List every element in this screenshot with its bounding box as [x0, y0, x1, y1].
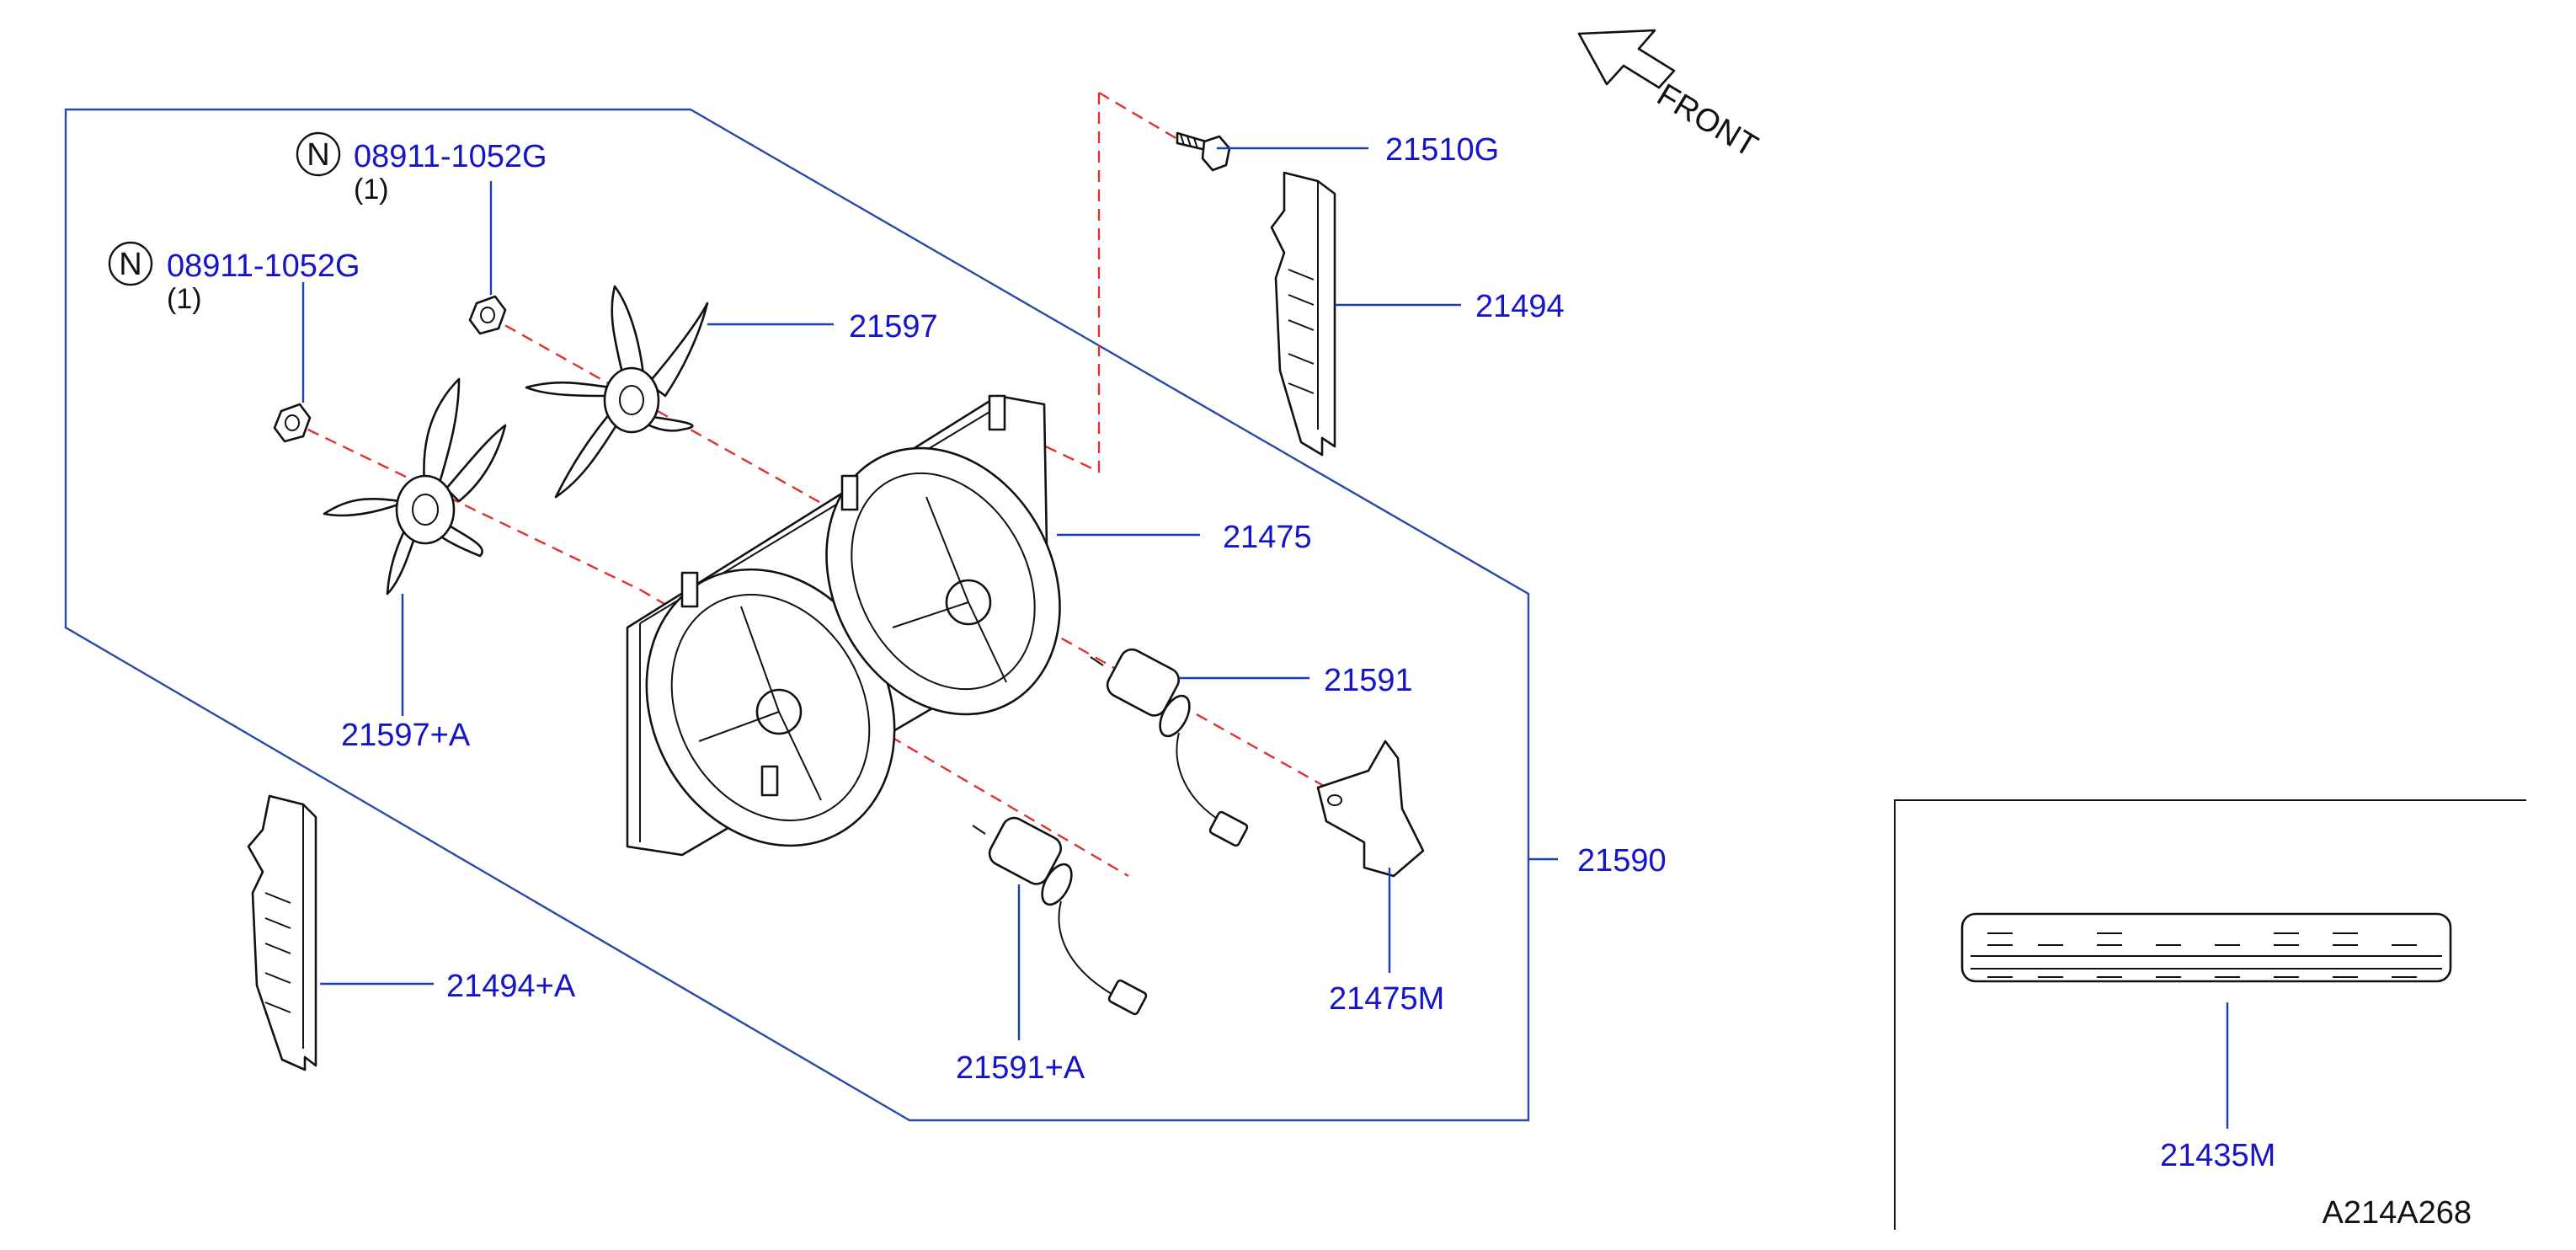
- motor-left-icon: [972, 816, 1148, 1016]
- label-shroud-guide-left[interactable]: 21494+A: [446, 969, 576, 1004]
- qty-nut-upper: (1): [354, 174, 389, 206]
- front-label: FRONT: [1651, 77, 1763, 164]
- label-motor-left[interactable]: 21591+A: [956, 1050, 1085, 1086]
- shroud-guide-left-icon: [247, 794, 317, 1071]
- fan-right-icon: [525, 285, 709, 499]
- label-nut-upper[interactable]: 08911-1052G: [354, 139, 547, 174]
- fan-left-icon: [323, 377, 507, 596]
- shroud-guide-right-icon: [1270, 171, 1336, 457]
- nut-lower-icon: [273, 403, 312, 443]
- bracket-icon: [1316, 740, 1425, 878]
- nut-upper-icon: [468, 295, 507, 335]
- assembly-boundary: [64, 108, 1530, 1122]
- diagram-id: A214A268: [2323, 1195, 2472, 1231]
- label-fan-right[interactable]: 21597: [849, 309, 938, 345]
- shroud-icon: [626, 394, 1061, 857]
- qty-nut-lower: (1): [167, 283, 202, 315]
- label-shroud-guide-right[interactable]: 21494: [1475, 289, 1565, 324]
- label-nut-lower[interactable]: 08911-1052G: [167, 248, 360, 284]
- label-shroud[interactable]: 21475: [1223, 520, 1312, 555]
- screw-icon: [1176, 131, 1231, 172]
- label-assembly[interactable]: 21590: [1577, 843, 1667, 879]
- inset-part-icon: [1960, 912, 2452, 983]
- label-fan-left[interactable]: 21597+A: [341, 718, 471, 753]
- inset-frame: [1894, 799, 2526, 1230]
- marker-n-lower: N: [108, 241, 153, 286]
- leader-lines: [301, 147, 2229, 1129]
- label-screw[interactable]: 21510G: [1385, 132, 1499, 168]
- motor-right-icon: [1090, 648, 1249, 847]
- front-arrow-icon: [1577, 29, 1676, 89]
- label-inset-part[interactable]: 21435M: [2160, 1138, 2275, 1173]
- label-motor-right[interactable]: 21591: [1324, 663, 1413, 698]
- label-bracket[interactable]: 21475M: [1329, 981, 1444, 1017]
- marker-n-upper: N: [296, 131, 341, 177]
- svg-text:N: N: [119, 247, 141, 282]
- svg-text:N: N: [307, 137, 329, 173]
